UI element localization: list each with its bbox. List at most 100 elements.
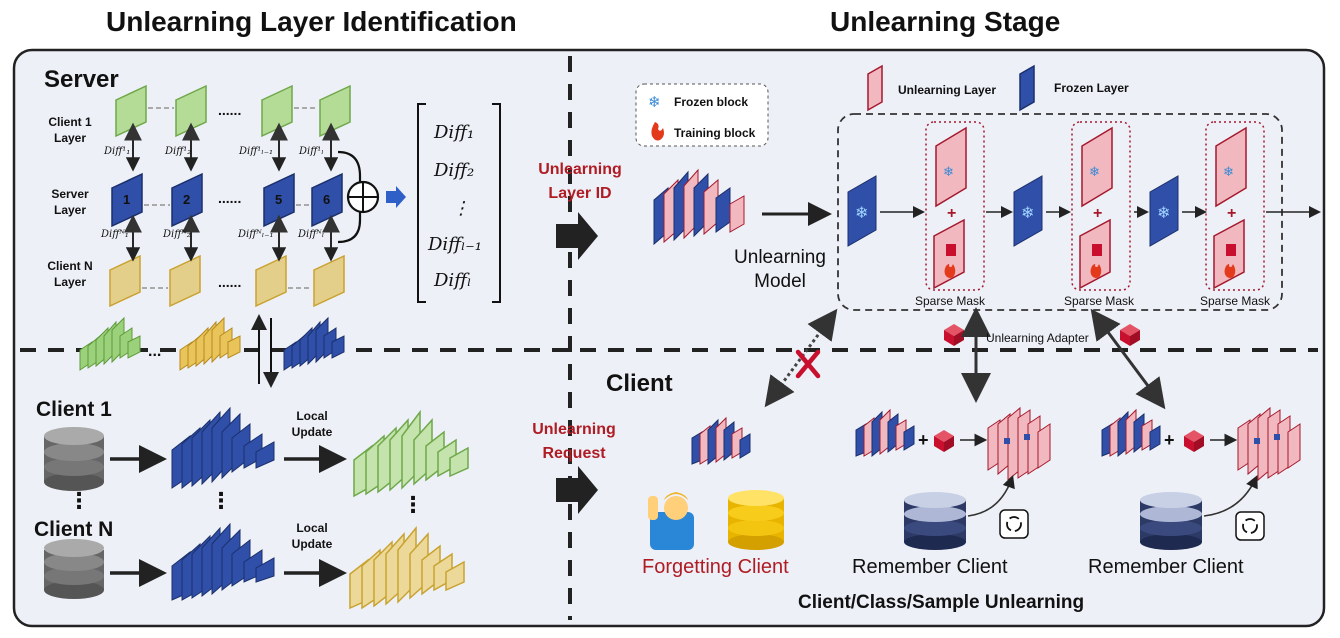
flow-arrow-icon-bottom — [556, 466, 598, 514]
diff-vector-1: Diff₁ — [434, 122, 475, 143]
dots-row-1: ...... — [218, 102, 242, 118]
dots-row-3: ...... — [218, 274, 242, 290]
svg-text:+: + — [1093, 205, 1102, 222]
local-update-label-2: Local Update — [291, 521, 333, 551]
forgetting-client-label: Forgetting Client — [642, 556, 789, 578]
left-section-title: Unlearning Layer Identification — [106, 6, 517, 37]
diff-bottom-3: Diffᴺₗ₋₁ — [238, 229, 274, 240]
svg-text:❄: ❄ — [1021, 205, 1034, 222]
block-number-2: 2 — [183, 192, 191, 207]
remember-client-label-2: Remember Client — [1088, 556, 1244, 578]
diff-vector-dots: ⋮ — [452, 198, 470, 219]
unlearning-layer-id-label: Unlearning Layer ID — [538, 161, 622, 202]
forgetting-client-model — [691, 416, 751, 466]
client1-layer-label: Client 1 Layer — [48, 115, 92, 145]
remember-client-2-adapted-model — [1237, 406, 1301, 482]
remember-client-2-model — [1101, 408, 1161, 458]
yellow-stack-large — [349, 525, 465, 610]
client1-label: Client 1 — [36, 398, 112, 421]
svg-text:❄: ❄ — [1157, 205, 1170, 222]
frozen-block-2: ❄ — [1013, 175, 1043, 247]
vdots-left-3: ⋮ — [402, 492, 424, 517]
sparse-mask-group-1: ❄ + — [925, 121, 985, 291]
database-icon-clientN — [44, 539, 104, 599]
client-class-sample-footer: Client/Class/Sample Unlearning — [798, 592, 1085, 613]
frozen-layer-legend-icon — [1019, 64, 1035, 112]
adapter-cube-icon-4 — [1184, 430, 1204, 452]
legend-frozen-block: Frozen block — [674, 95, 749, 109]
unlearning-model-stack — [653, 168, 745, 246]
svg-text:+: + — [918, 430, 929, 450]
refresh-icon-1 — [999, 509, 1029, 539]
blue-stack-small — [283, 316, 345, 371]
remember-client-1-adapted-model — [987, 406, 1051, 482]
frozen-block-3: ❄ — [1149, 175, 1179, 247]
local-update-label-1: Local Update — [291, 409, 333, 439]
vdots-left-1: ⋮ — [68, 488, 90, 513]
database-icon-client1 — [44, 427, 104, 491]
unlearning-model-label: Unlearning Model — [734, 247, 826, 292]
svg-text:❄: ❄ — [943, 164, 954, 179]
sparse-mask-label-1: Sparse Mask — [915, 294, 986, 308]
svg-text:...: ... — [148, 343, 161, 360]
svg-text:+: + — [947, 205, 956, 222]
sparse-mask-group-2: ❄ + — [1071, 121, 1131, 291]
blocked-x-icon — [795, 349, 821, 379]
diff-top-2: Diff¹₂ — [165, 146, 192, 157]
block-number-5: 5 — [275, 192, 283, 207]
arrow-right-icon — [386, 186, 406, 208]
yellow-stack-small — [179, 316, 241, 371]
block-number-6: 6 — [323, 192, 331, 207]
database-icon-forgetting — [728, 490, 784, 550]
diff-vector-2: Diff₂ — [434, 160, 475, 181]
refresh-icon-2 — [1235, 511, 1265, 541]
sparse-mask-label-3: Sparse Mask — [1200, 294, 1271, 308]
svg-text:❄: ❄ — [855, 205, 868, 222]
diff-bottom-1: Diffᴺ₁ — [101, 229, 129, 240]
clientN-layer-label: Client N Layer — [47, 259, 93, 289]
svg-text:+: + — [1227, 205, 1236, 222]
legend-box — [635, 83, 769, 147]
server-title: Server — [44, 66, 119, 93]
blue-layer-row — [111, 172, 343, 228]
diff-bottom-4: Diffᴺₗ — [298, 229, 325, 240]
clientN-label: Client N — [34, 518, 114, 541]
flame-icon — [651, 122, 664, 141]
svg-text:❄: ❄ — [1089, 164, 1100, 179]
snowflake-icon: ❄ — [648, 94, 661, 111]
svg-text:+: + — [1164, 430, 1175, 450]
legend-unlearning-layer: Unlearning Layer — [898, 83, 997, 97]
vdots-left-2: ⋮ — [210, 488, 232, 513]
diff-vector-L: Diffₗ — [434, 270, 472, 291]
unlearning-request-label: Unlearning Request — [532, 421, 616, 462]
person-raising-hand-icon — [648, 492, 694, 550]
server-grid — [109, 84, 406, 308]
diff-vector-L-1: Diffₗ₋₁ — [428, 234, 483, 255]
legend-frozen-layer: Frozen Layer — [1054, 81, 1129, 95]
diff-top-4: Diff¹ₗ — [299, 146, 324, 157]
diff-bottom-2: Diffᴺ₂ — [163, 229, 191, 240]
database-icon-remember-1 — [904, 492, 966, 550]
svg-text:❄: ❄ — [1223, 164, 1234, 179]
unlearning-layer-legend-icon — [867, 64, 883, 112]
unlearning-adapter-label: Unlearning Adapter — [986, 331, 1089, 345]
frozen-block-1: ❄ — [847, 175, 877, 247]
blue-stack-large-1 — [171, 406, 275, 490]
client-section-title: Client — [606, 370, 673, 397]
sparse-mask-label-2: Sparse Mask — [1064, 294, 1135, 308]
right-section-title: Unlearning Stage — [830, 6, 1061, 37]
green-stack-large — [353, 409, 469, 498]
legend-training-block: Training block — [674, 126, 756, 140]
adapter-cube-icon-3 — [934, 430, 954, 452]
remember-client-label-1: Remember Client — [852, 556, 1008, 578]
diff-top-3: Diff¹ₗ₋₁ — [239, 146, 274, 157]
dots-row-2: ...... — [218, 190, 242, 206]
block-number-1: 1 — [123, 192, 131, 207]
diff-top-1: Diff¹₁ — [104, 146, 131, 157]
green-stack-small — [79, 316, 141, 371]
flow-arrow-icon-top — [556, 212, 598, 260]
server-layer-label: Server Layer — [51, 187, 89, 217]
remember-client-1-model — [855, 408, 915, 458]
sparse-mask-group-3: ❄ + — [1205, 121, 1265, 291]
